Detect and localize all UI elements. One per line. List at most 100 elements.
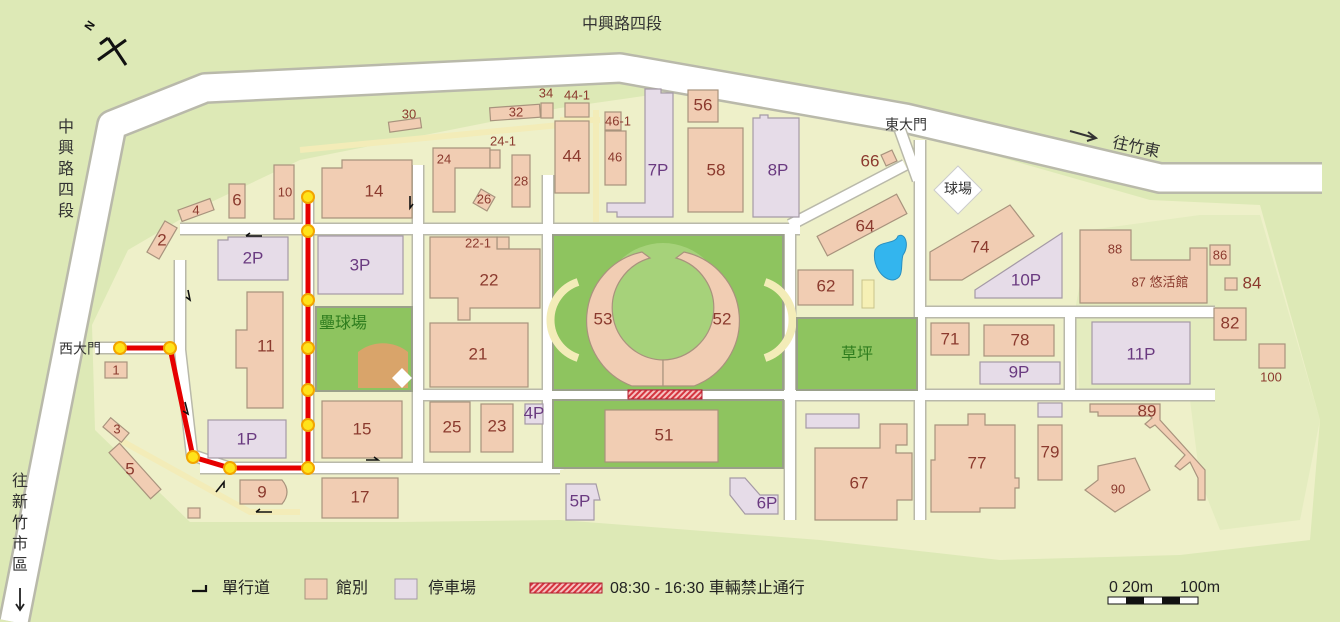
building-4[interactable] [177,197,215,223]
building-label: 25 [443,417,462,436]
building-label: 88 [1108,241,1122,256]
building-74[interactable] [929,204,1035,281]
building-77[interactable] [930,413,1020,513]
building-21[interactable] [429,322,529,388]
parking-7P[interactable] [606,88,674,218]
building-52[interactable] [662,251,740,387]
building-90[interactable] [1084,457,1151,513]
building-label: 17 [351,487,370,506]
legend-restricted-swatch [529,582,603,594]
buildings[interactable] [102,89,1286,521]
building-87-88[interactable] [1079,229,1208,304]
arc-path-right [763,278,797,362]
building-9[interactable] [239,479,288,505]
building-51[interactable] [604,409,719,463]
building-28[interactable] [511,154,531,208]
building-26[interactable] [472,188,496,212]
building-44-1[interactable] [564,102,590,118]
building-2[interactable] [146,220,178,260]
building-label: 46 [608,149,622,164]
building-6[interactable] [228,183,246,219]
building-67[interactable] [814,423,913,521]
building-25[interactable] [429,401,471,453]
left-road-char: 中 [58,118,74,136]
building-34[interactable] [540,102,554,119]
building-label: 23 [488,416,507,435]
route-point [301,383,315,397]
central-lawn-circle [601,243,725,367]
building-1[interactable] [104,361,128,379]
parking-4P[interactable] [524,403,544,425]
building-58[interactable] [687,127,744,213]
parking-11P[interactable] [1091,321,1191,385]
pavilion [861,279,875,309]
building-78[interactable] [983,324,1055,357]
building-24-1[interactable] [489,149,501,169]
parking-3P[interactable] [317,235,404,295]
building-label: 62 [817,276,836,295]
building-label: 58 [707,160,726,179]
left-road-char: 四 [58,182,74,199]
building-56[interactable] [687,89,719,123]
main-road[interactable] [0,54,1322,622]
building-11[interactable] [235,291,284,409]
building-46-1[interactable] [604,111,622,131]
building-46[interactable] [604,130,627,186]
building-84[interactable] [1224,277,1238,291]
building-label: 100 [1260,369,1282,384]
compass-north-label: N [82,18,98,33]
building-label: 90 [1111,481,1125,496]
building-30[interactable] [387,117,423,133]
arc-path-left [546,278,580,362]
building-62[interactable] [797,269,854,306]
building-66[interactable] [880,149,898,167]
parking-small-a[interactable] [805,413,860,429]
building-100[interactable] [1258,343,1286,369]
building-15[interactable] [321,400,403,459]
building-label: 87 悠活館 [1131,274,1188,289]
building-label: 6 [232,190,241,209]
building-23[interactable] [480,403,514,453]
parking-8P[interactable] [752,114,800,218]
route-point [301,190,315,204]
to-hsinchu-char: 竹 [12,514,28,532]
building-82[interactable] [1213,307,1247,341]
building-89[interactable] [1089,403,1206,501]
parking-2P[interactable] [217,236,289,281]
parking-label: 1P [237,429,258,448]
building-label: 9 [257,482,266,501]
building-3[interactable] [102,416,130,444]
building-small[interactable] [187,507,201,519]
pond [873,234,907,281]
building-17[interactable] [321,477,399,519]
building-label: 67 [850,473,869,492]
parking-6P[interactable] [729,477,779,515]
building-label: 78 [1011,330,1030,349]
building-label: 32 [509,104,523,119]
building-64[interactable] [816,193,908,257]
building-44[interactable] [554,120,590,194]
parking-10P[interactable] [974,231,1063,299]
parking-label: 3P [350,255,371,274]
building-79[interactable] [1037,424,1063,481]
building-71[interactable] [930,322,970,356]
legend: 單行道 館別 停車場 08:30 - 16:30 車輛禁止通行 [192,578,805,600]
ball-court[interactable] [933,165,983,215]
parking-9P[interactable] [979,361,1061,385]
parking-small-b[interactable] [1037,402,1063,418]
building-10[interactable] [273,164,295,220]
compass-icon: N [82,18,128,66]
to-hsinchu-char: 新 [12,493,28,511]
building-label: 28 [514,173,528,188]
building-86[interactable] [1209,244,1231,266]
parking-1P[interactable] [207,419,287,459]
building-24[interactable] [432,147,491,213]
parking-5P[interactable] [565,483,601,521]
baseball-field-label: 壘球場 [319,314,367,332]
parking-lots[interactable] [207,88,1191,521]
building-14[interactable] [321,159,413,219]
building-32[interactable] [489,103,542,122]
building-22[interactable] [429,236,541,321]
building-5[interactable] [108,442,162,500]
building-22-1[interactable] [496,236,510,250]
